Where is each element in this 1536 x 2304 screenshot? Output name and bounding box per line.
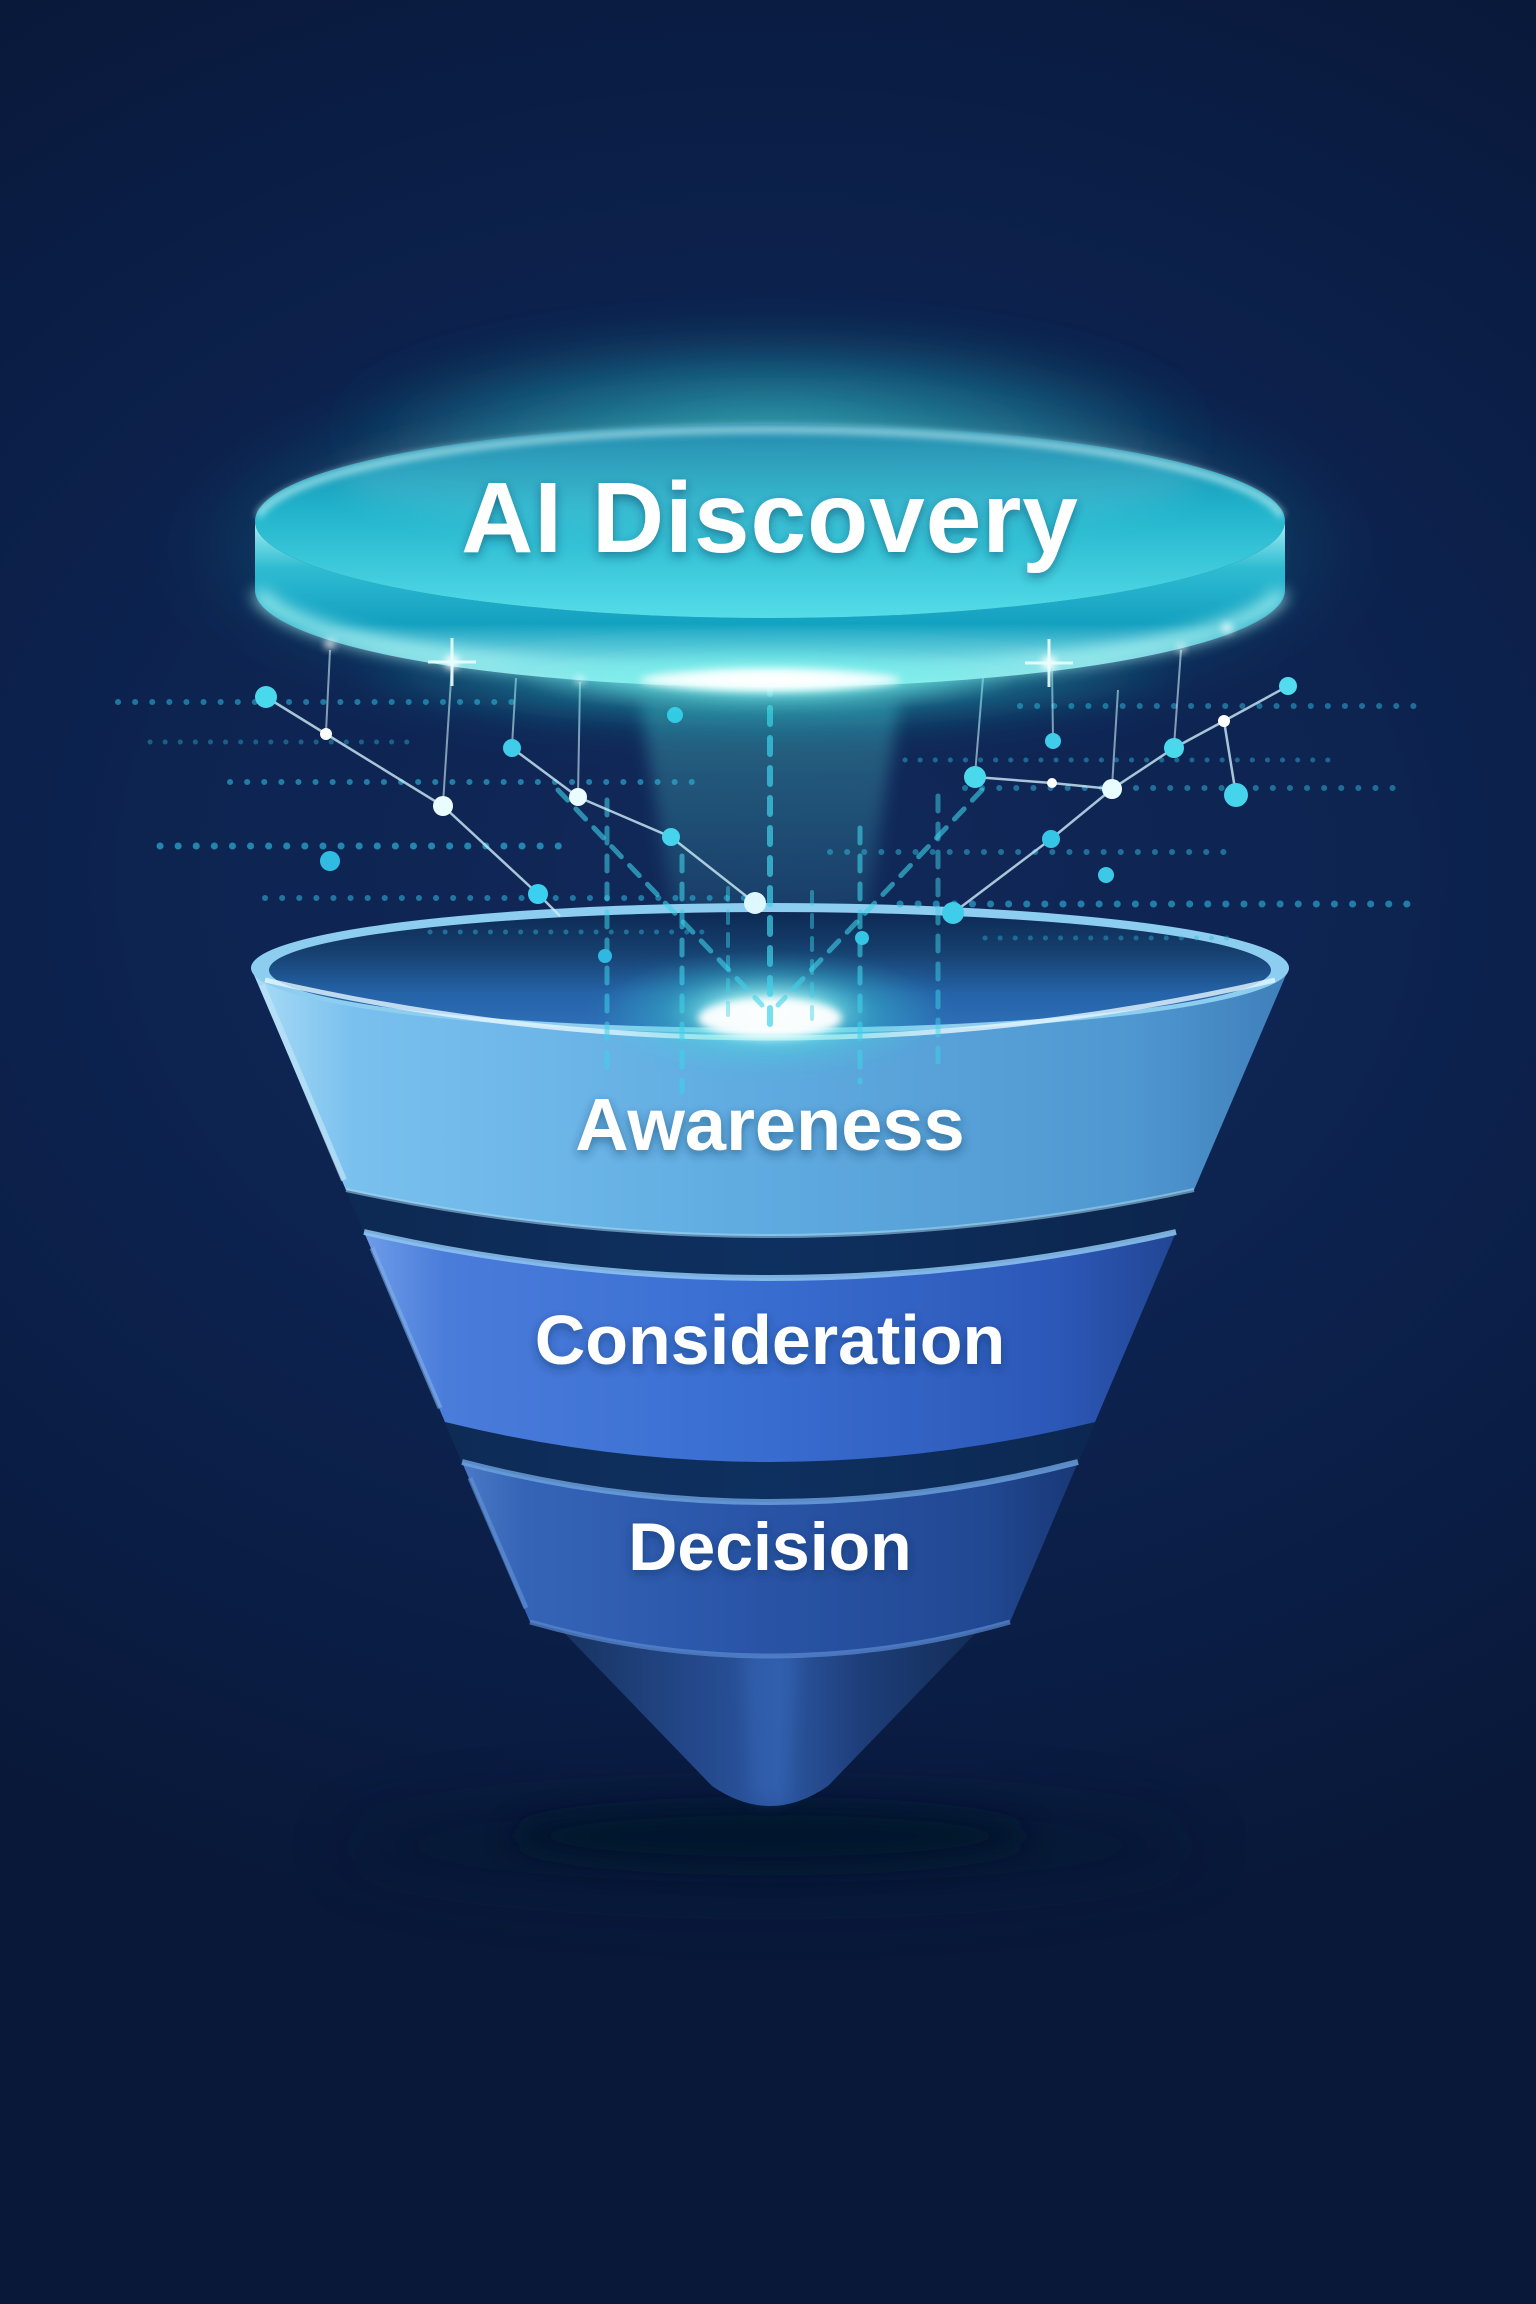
sparkle-icon	[428, 638, 476, 686]
sparkle-icon	[325, 639, 335, 649]
funnel-stage-awareness	[251, 968, 1289, 1236]
sparkle-icon	[576, 676, 584, 684]
funnel-stage-decision	[462, 1462, 1078, 1656]
disc-face-sheen	[340, 423, 1200, 533]
stage-label-consideration: Consideration	[535, 1301, 1006, 1379]
disc-bottom-glow	[251, 588, 1289, 730]
sparkle-icon	[1222, 623, 1232, 633]
funnel-edge-highlights	[259, 983, 1195, 1659]
discovery-disc: AI Discovery	[170, 330, 1370, 735]
funnel	[251, 903, 1289, 1901]
dotted-grid	[115, 699, 1433, 941]
rim-sparkles	[325, 623, 1232, 687]
network-decoration	[115, 645, 1433, 1095]
sparkle-icon	[1025, 639, 1073, 687]
funnel-shadow	[340, 1791, 1200, 1901]
stage-label-decision: Decision	[628, 1509, 911, 1585]
funnel-spout	[544, 1612, 996, 1806]
disc-top-rim-light	[255, 426, 1285, 518]
dashed-streams	[555, 645, 985, 1095]
disc-title-label: AI Discovery	[461, 462, 1079, 574]
stage-label-awareness: Awareness	[575, 1083, 964, 1166]
funnel-stage-labels: Awareness Consideration Decision	[535, 1083, 1006, 1585]
funnel-stage-consideration	[364, 1232, 1176, 1462]
sparkle-icon	[1177, 644, 1185, 652]
